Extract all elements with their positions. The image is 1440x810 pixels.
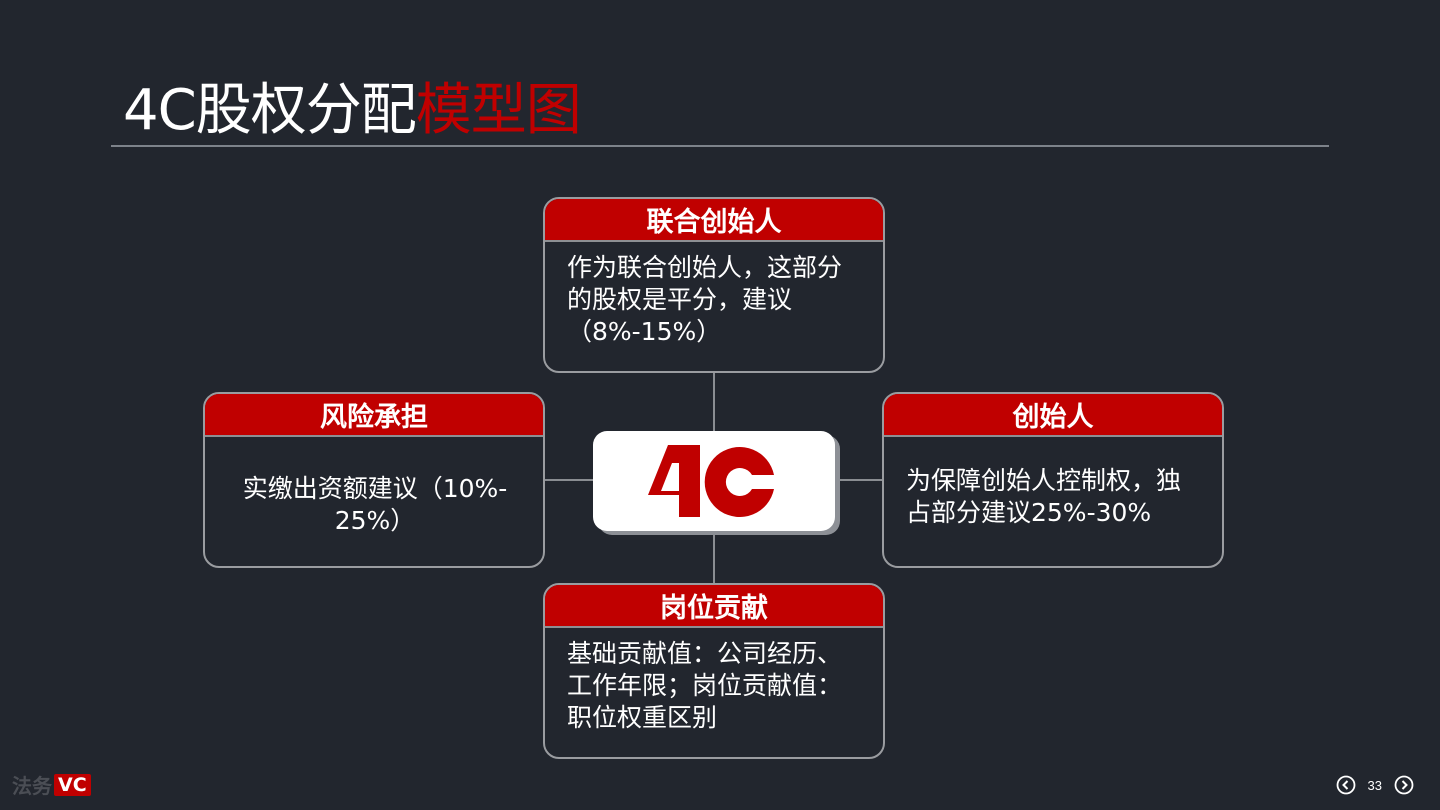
box-position-contribution-body: 基础贡献值：公司经历、 工作年限；岗位贡献值： 职位权重区别: [545, 628, 883, 734]
chevron-left-circle-icon[interactable]: [1336, 775, 1356, 795]
body-line: 的股权是平分，建议: [567, 285, 793, 314]
slide-pager: 33: [1336, 775, 1414, 795]
page-number: 33: [1367, 777, 1382, 793]
body-line: 实缴出资额建议（10%-: [242, 474, 508, 503]
box-position-contribution-heading: 岗位贡献: [545, 585, 883, 628]
body-line: （8%-15%）: [567, 317, 722, 346]
box-founder-heading: 创始人: [884, 394, 1222, 437]
title-white-part: 4C股权分配: [123, 78, 417, 143]
connector-left: [545, 479, 593, 481]
brand-cn: 法务: [12, 774, 52, 798]
body-line: 基础贡献值：公司经历、: [567, 639, 843, 668]
box-risk-bearing-heading: 风险承担: [205, 394, 543, 437]
box-founder-body: 为保障创始人控制权，独 占部分建议25%-30%: [884, 437, 1222, 529]
box-co-founder: 联合创始人 作为联合创始人，这部分 的股权是平分，建议 （8%-15%）: [543, 197, 885, 373]
body-line: 为保障创始人控制权，独: [906, 466, 1182, 495]
box-risk-bearing-body: 实缴出资额建议（10%- 25%）: [205, 437, 543, 537]
center-4c-logo: 4C: [593, 431, 835, 531]
box-founder: 创始人 为保障创始人控制权，独 占部分建议25%-30%: [882, 392, 1224, 568]
connector-right: [838, 479, 884, 481]
body-line: 25%）: [334, 506, 416, 535]
box-position-contribution: 岗位贡献 基础贡献值：公司经历、 工作年限；岗位贡献值： 职位权重区别: [543, 583, 885, 759]
box-co-founder-body: 作为联合创始人，这部分 的股权是平分，建议 （8%-15%）: [545, 242, 883, 348]
connector-bottom: [713, 533, 715, 585]
body-line: 职位权重区别: [567, 703, 718, 732]
connector-top: [713, 372, 715, 432]
title-divider: [111, 145, 1329, 147]
4c-logo-icon: [648, 445, 774, 517]
body-line: 工作年限；岗位贡献值：: [567, 671, 843, 700]
box-risk-bearing: 风险承担 实缴出资额建议（10%- 25%）: [203, 392, 545, 568]
slide-title: 4C股权分配模型图: [123, 76, 582, 146]
box-co-founder-heading: 联合创始人: [545, 199, 883, 242]
body-line: 占部分建议25%-30%: [906, 498, 1152, 527]
body-line: 作为联合创始人，这部分: [567, 253, 843, 282]
chevron-right-circle-icon[interactable]: [1394, 775, 1414, 795]
title-red-part: 模型图: [415, 78, 582, 143]
brand-vc: VC: [54, 773, 91, 796]
footer-brand-logo: 法务 VC: [12, 770, 91, 799]
